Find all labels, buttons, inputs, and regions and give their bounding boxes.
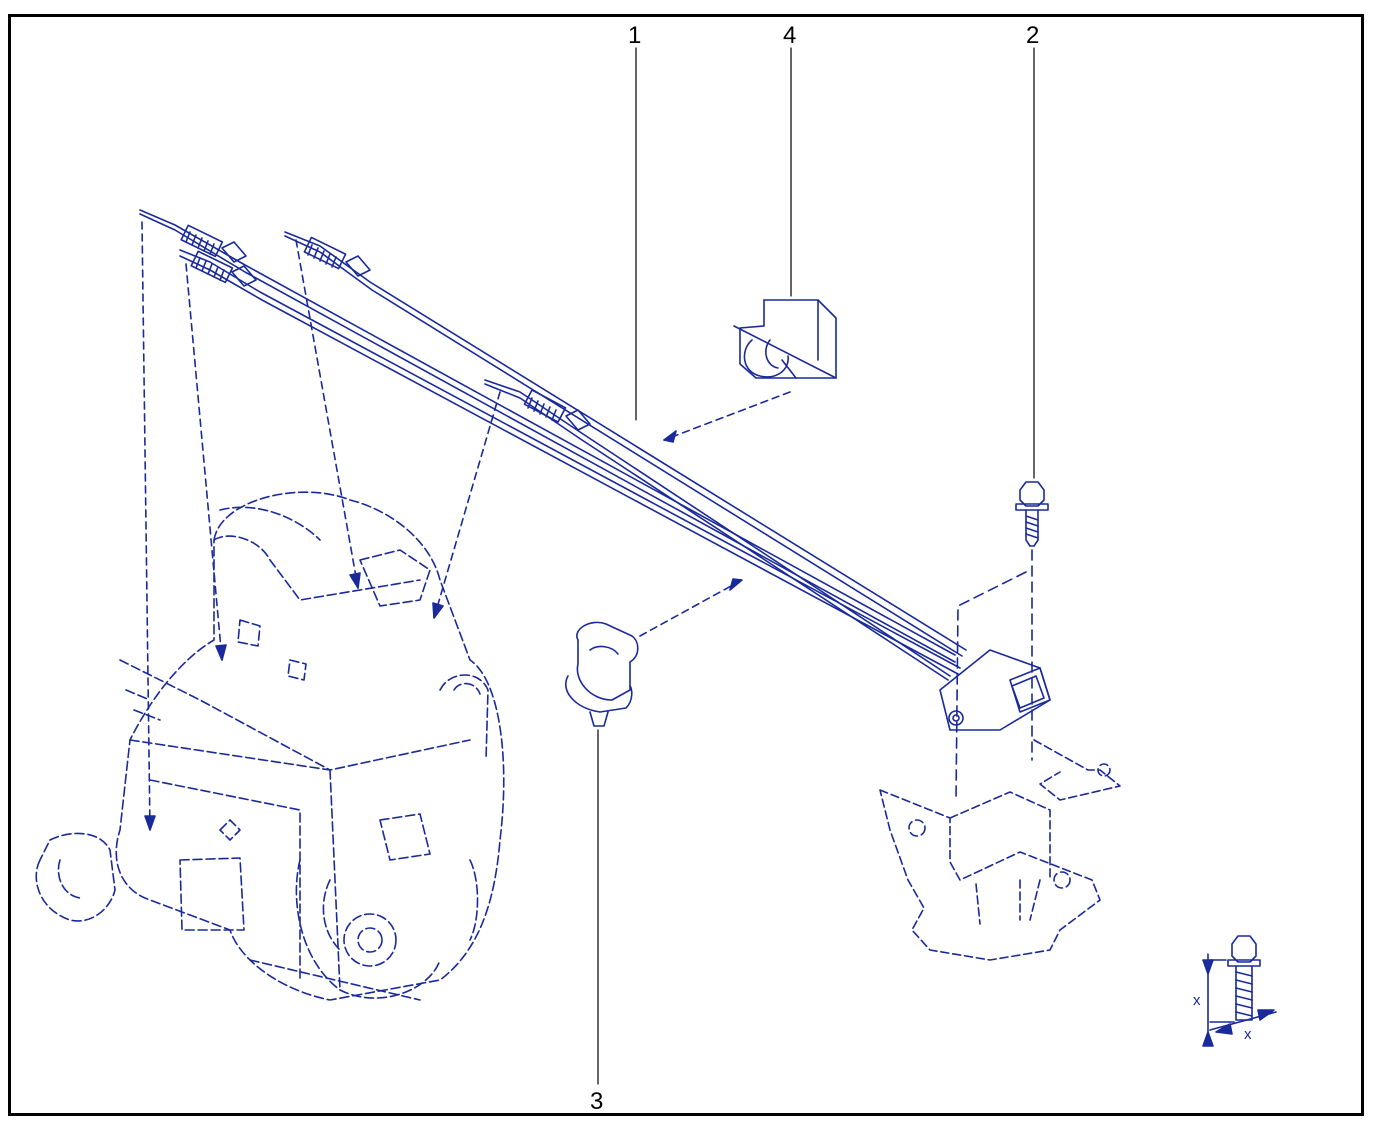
mounting-bracket [879,739,1121,961]
dimension-label-horizontal: x [1244,1026,1252,1043]
callout-1: 1 [628,22,642,49]
diagram-frame [8,14,1364,1116]
cable-clip-4 [733,299,837,379]
callout-4: 4 [783,22,797,49]
bolt-dimension-symbol [1207,935,1277,1041]
shift-cable-assembly [139,209,967,681]
transmission-housing [35,491,505,1001]
callout-3: 3 [590,1088,604,1115]
callout-2: 2 [1026,22,1040,49]
grommet-3-arrow [639,579,743,637]
assembly-arrows [141,221,501,831]
grommet-3 [565,621,639,727]
bolt-2 [1015,481,1049,547]
clip-4-arrow [663,391,791,441]
dimension-label-vertical: x [1193,992,1201,1009]
